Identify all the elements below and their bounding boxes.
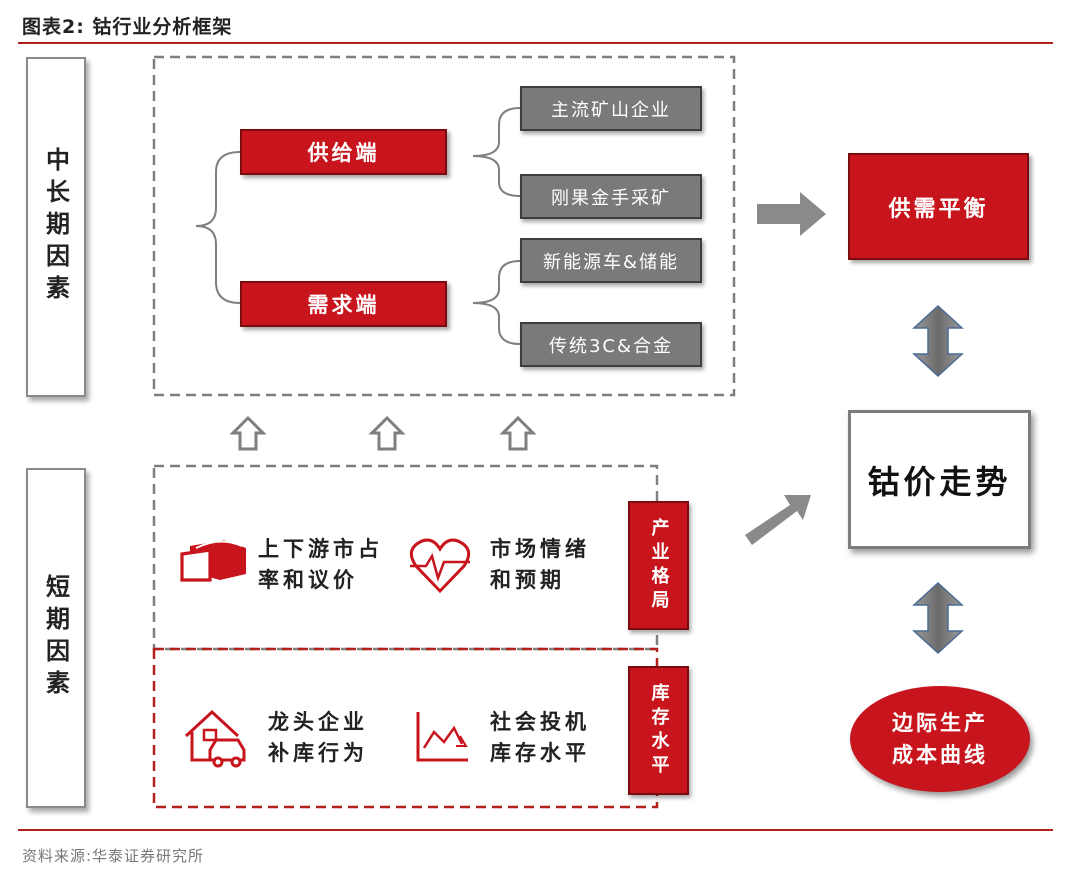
line-chart-icon <box>416 712 468 762</box>
supply-item-drc-artisanal: 刚果金手采矿 <box>520 174 702 219</box>
demand-side-box: 需求端 <box>240 281 447 327</box>
short-term-label: 短期因素 <box>41 574 70 702</box>
main-brace <box>195 151 241 304</box>
up-arrow-1 <box>229 415 267 451</box>
short-term-label-box: 短期因素 <box>26 468 86 808</box>
inventory-level-tag: 库存水平 <box>628 666 689 795</box>
source-note: 资料来源:华泰证券研究所 <box>22 847 205 865</box>
supply-side-box: 供给端 <box>240 129 447 175</box>
factor-speculative-inventory: 社会投机 库存水平 <box>490 710 590 765</box>
double-arrow-bottom <box>912 581 964 655</box>
marginal-cost-curve-ellipse: 边际生产 成本曲线 <box>850 686 1030 792</box>
industry-structure-tag: 产业格局 <box>628 501 689 630</box>
up-arrow-2 <box>368 415 406 451</box>
factor-leader-restock: 龙头企业 补库行为 <box>268 710 368 765</box>
supply-item-mainstream-mines: 主流矿山企业 <box>520 86 702 131</box>
arrow-to-balance <box>757 192 826 236</box>
factor-market-share: 上下游市占 率和议价 <box>258 537 383 592</box>
arrow-to-price <box>745 495 811 545</box>
pie-chart-icon <box>180 540 246 582</box>
demand-item-nev-storage: 新能源车&储能 <box>520 238 702 283</box>
long-term-label-box: 中长期因素 <box>26 57 86 397</box>
up-arrow-3 <box>499 415 537 451</box>
supply-brace <box>472 107 521 197</box>
long-term-label: 中长期因素 <box>41 147 70 307</box>
top-rule <box>18 42 1053 44</box>
supply-demand-balance-box: 供需平衡 <box>848 153 1029 260</box>
house-car-icon <box>184 709 246 768</box>
factor-market-sentiment: 市场情绪 和预期 <box>490 537 590 592</box>
demand-brace <box>472 260 521 345</box>
figure-title: 图表2: 钴行业分析框架 <box>22 16 233 38</box>
heart-pulse-icon <box>409 538 471 594</box>
double-arrow-top <box>912 304 964 378</box>
bottom-rule <box>18 829 1053 831</box>
cobalt-price-trend-box: 钴价走势 <box>848 410 1031 549</box>
long-term-frame <box>152 55 736 397</box>
demand-item-3c-alloy: 传统3C&合金 <box>520 322 702 367</box>
